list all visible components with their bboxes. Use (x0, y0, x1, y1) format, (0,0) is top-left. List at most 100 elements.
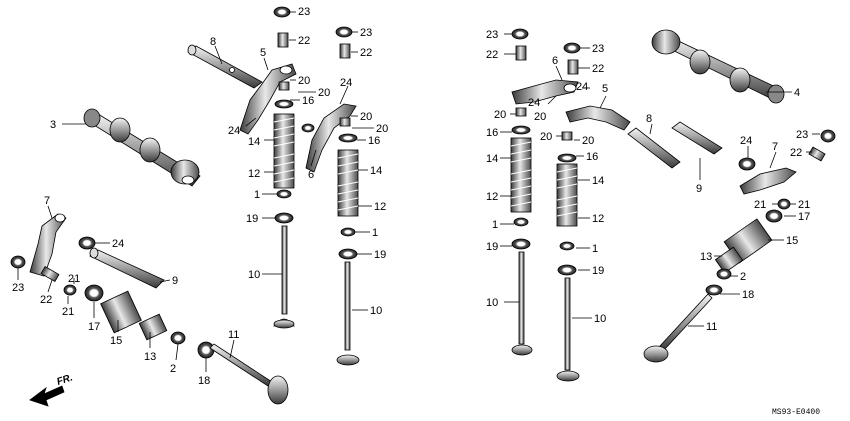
valve-r2 (556, 277, 580, 382)
retainer-r23 (820, 129, 836, 143)
valve-springs-2 (337, 149, 359, 260)
callout: 2 (740, 271, 746, 283)
callout: 20 (540, 131, 552, 143)
callout: 20 (534, 111, 546, 123)
seat-17 (84, 284, 104, 302)
callout: 8 (210, 36, 216, 48)
callout: 12 (248, 168, 260, 180)
callout: 18 (742, 289, 754, 301)
retainer-2 (170, 331, 186, 345)
adjust-screw (277, 32, 289, 48)
shim-r1 (511, 125, 531, 135)
valve-2 (336, 261, 360, 366)
camshaft (83, 108, 201, 187)
callout: 9 (696, 183, 702, 195)
callout: 14 (370, 165, 382, 177)
adjust-screw-22 (40, 265, 60, 283)
callout: 20 (494, 109, 506, 121)
callout: 16 (486, 127, 498, 139)
rocker-arm-2 (301, 103, 357, 173)
callout: 16 (586, 151, 598, 163)
adjust-nut (278, 81, 290, 91)
callout: 24 (528, 97, 540, 109)
callout: 10 (594, 313, 606, 325)
callout: 24 (740, 135, 752, 147)
callout: 5 (602, 83, 608, 95)
seal-r18 (705, 284, 723, 296)
callout-labels: 23 22 8 5 20 20 16 24 24 14 12 1 19 10 3… (12, 6, 820, 417)
callout: 19 (592, 265, 604, 277)
callout: 18 (198, 375, 210, 387)
callout: 4 (794, 87, 800, 99)
adjust-nut-2 (339, 117, 351, 127)
callout: 20 (298, 75, 310, 87)
callout: 1 (372, 227, 378, 239)
valve-springs-1 (273, 113, 295, 224)
adjust-screw-r22 (808, 146, 826, 162)
callout: 22 (486, 49, 498, 61)
front-direction-label: FR. (56, 372, 75, 387)
callout: 6 (552, 55, 558, 67)
callout: 16 (368, 135, 380, 147)
callout: 10 (370, 305, 382, 317)
callout: 17 (88, 321, 100, 333)
callout: 14 (248, 136, 260, 148)
callout: 24 (340, 77, 352, 89)
callout: 23 (12, 282, 24, 294)
retainer-r2 (716, 268, 732, 280)
callout: 8 (646, 113, 652, 125)
nut-21 (63, 284, 77, 296)
callout: 14 (486, 153, 498, 165)
valve-r1 (511, 251, 533, 356)
callout: 11 (228, 329, 239, 341)
diagram-code: MS93-E0400 (772, 408, 820, 417)
callout: 16 (302, 95, 314, 107)
shim-2 (338, 133, 358, 143)
callout: 10 (486, 297, 498, 309)
adjust-screw-r2 (567, 59, 579, 75)
callout: 3 (50, 119, 56, 131)
callout: 23 (592, 43, 604, 55)
rocker-shaft (187, 44, 263, 89)
rocker-shaft-r2 (671, 121, 723, 155)
left-group (10, 6, 360, 407)
callout: 24 (112, 238, 124, 250)
callout: 20 (360, 111, 372, 123)
callout: 1 (254, 189, 260, 201)
callout: 19 (246, 213, 258, 225)
retainer-cotter-r1 (511, 28, 529, 40)
valve-1 (273, 225, 295, 329)
callout: 5 (260, 47, 266, 59)
adjust-nut-r1 (515, 107, 527, 117)
shim-r2 (557, 153, 577, 163)
adjust-screw-2 (339, 43, 351, 59)
callout: 1 (592, 243, 598, 255)
callout: 19 (486, 241, 498, 253)
washer-r24 (738, 157, 756, 171)
shim (274, 99, 294, 109)
callout: 12 (374, 201, 386, 213)
callout: 22 (360, 47, 372, 59)
callout: 21 (62, 306, 74, 318)
callout: 13 (700, 251, 712, 263)
callout: 6 (308, 169, 314, 181)
adjust-screw-r1 (515, 45, 527, 61)
washer-24 (78, 236, 96, 250)
callout: 13 (144, 351, 156, 363)
callout: 23 (360, 27, 372, 39)
callout: 12 (486, 191, 498, 203)
callout: 22 (592, 63, 604, 75)
seat-r17 (765, 209, 783, 223)
callout: 22 (40, 294, 52, 306)
callout: 15 (786, 235, 798, 247)
callout: 20 (318, 87, 330, 99)
retainer-cotter-2 (335, 26, 353, 38)
inner-spring-r13 (714, 246, 744, 274)
callout: 24 (228, 125, 240, 137)
callout: 17 (798, 211, 810, 223)
rocker-arm-r1 (511, 79, 579, 105)
callout: 19 (374, 249, 386, 261)
valve-r11 (643, 293, 713, 363)
seal-18 (197, 341, 215, 359)
